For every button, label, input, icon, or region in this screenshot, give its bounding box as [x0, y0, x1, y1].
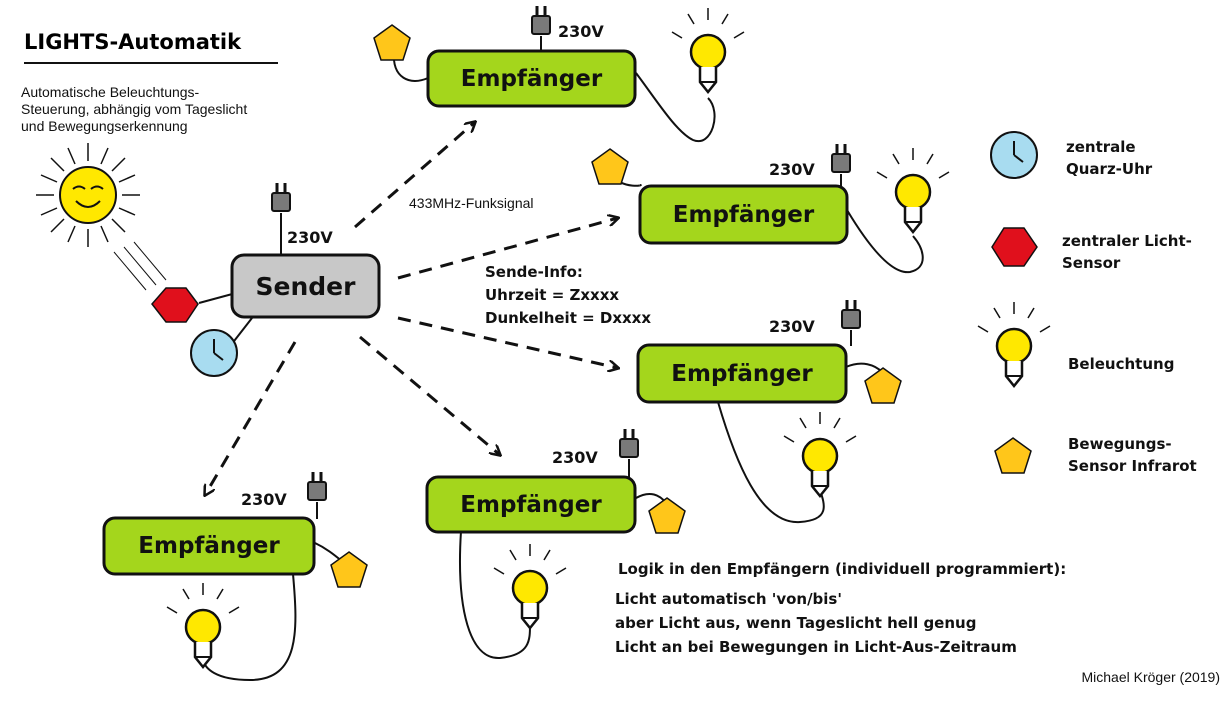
receiver-3-group [636, 298, 902, 524]
legend-clock-icon [990, 131, 1038, 179]
page-title: LIGHTS-Automatik [24, 30, 242, 54]
signal-arrow-3 [397, 316, 618, 368]
receiver-5-group [102, 470, 368, 682]
sender-plug-icon [270, 181, 292, 213]
sensor-wire [198, 292, 237, 304]
logic-line-2: aber Licht aus, wenn Tageslicht hell gen… [615, 614, 977, 632]
sunlight-rays [113, 241, 167, 291]
receiver-5-label: Empfänger [138, 533, 280, 559]
receiver-1-label: Empfänger [460, 65, 603, 92]
receiver-3-voltage: 230V [769, 317, 815, 336]
receiver-5-voltage: 230V [241, 490, 287, 509]
light-sensor-icon [151, 287, 199, 323]
receiver-4-group [425, 427, 686, 660]
receiver-1-group [373, 4, 746, 143]
logic-line-3: Licht an bei Bewegungen in Licht-Aus-Zei… [615, 638, 1017, 656]
logic-heading: Logik in den Empfängern (individuell pro… [618, 560, 1067, 578]
signal-arrow-4 [359, 335, 500, 455]
author-credit: Michael Kröger (2019) [1081, 669, 1220, 685]
legend-motion-sensor-icon [994, 437, 1032, 474]
sender-box [230, 253, 381, 319]
signal-arrow-2 [397, 218, 618, 280]
legend-clock-label: zentrale Quarz-Uhr [1066, 138, 1153, 178]
receiver-2-group [591, 142, 951, 274]
send-info-darkness: Dunkelheit = Dxxxx [485, 309, 652, 327]
send-info-time: Uhrzeit = Zxxxx [485, 286, 620, 304]
legend-lighting-label: Beleuchtung [1068, 355, 1175, 373]
receiver-1-voltage: 230V [558, 22, 604, 41]
legend-motion-sensor-label: Bewegungs- Sensor Infrarot [1068, 435, 1197, 475]
send-info-heading: Sende-Info: [485, 263, 583, 281]
legend-bulb-icon [976, 300, 1052, 388]
clock-wire [230, 317, 253, 346]
legend-light-sensor-label: zentraler Licht- Sensor [1062, 232, 1192, 272]
signal-arrow-1 [354, 122, 475, 229]
signal-arrow-5 [205, 341, 297, 495]
description: Automatische Beleuchtungs- Steuerung, ab… [21, 84, 248, 134]
receiver-2-label: Empfänger [672, 201, 815, 228]
logic-line-1: Licht automatisch 'von/bis' [615, 590, 842, 608]
sun-icon [36, 143, 140, 247]
legend-light-sensor-icon [991, 227, 1038, 267]
signal-label: 433MHz-Funksignal [409, 195, 534, 211]
receiver-4-voltage: 230V [552, 448, 598, 467]
sender-voltage: 230V [287, 228, 333, 247]
receiver-2-voltage: 230V [769, 160, 815, 179]
receiver-3-label: Empfänger [671, 360, 813, 387]
receiver-4-label: Empfänger [460, 491, 602, 518]
sender-label: Sender [255, 271, 356, 301]
clock-icon [190, 329, 238, 377]
